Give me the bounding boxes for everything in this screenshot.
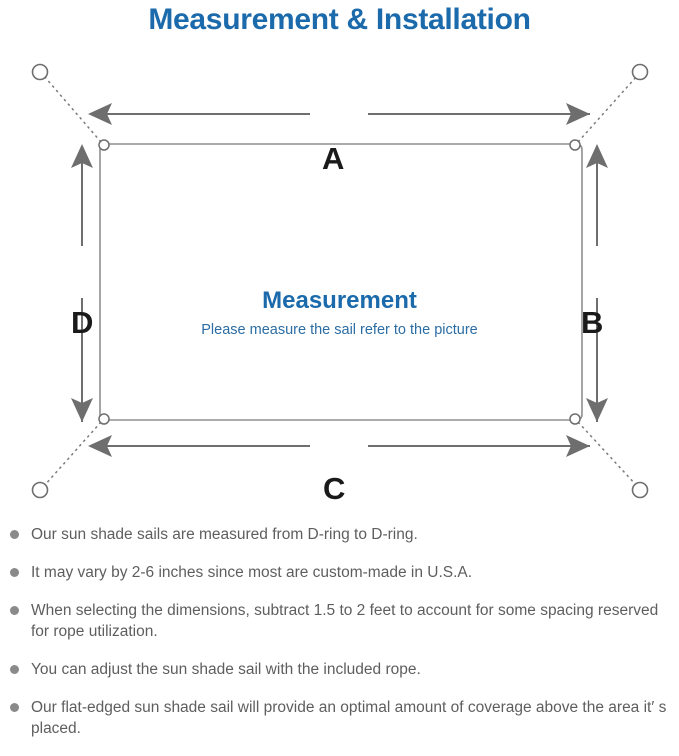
measurement-subtitle: Please measure the sail refer to the pic…: [201, 322, 478, 338]
bullet-icon: [10, 665, 19, 674]
anchor-circle-icon: [31, 63, 649, 499]
note-text: Our flat-edged sun shade sail will provi…: [31, 699, 667, 737]
list-item: You can adjust the sun shade sail with t…: [0, 659, 679, 680]
d-ring-circle-icon: [98, 139, 581, 425]
measurement-heading: Measurement: [262, 287, 417, 314]
list-item: When selecting the dimensions, subtract …: [0, 600, 679, 642]
note-text: It may vary by 2-6 inches since most are…: [31, 564, 473, 581]
notes-list: Our sun shade sails are measured from D-…: [0, 524, 679, 756]
rope-dotted-line-icon: [43, 75, 638, 487]
note-text: Our sun shade sails are measured from D-…: [31, 526, 418, 543]
bullet-icon: [10, 568, 19, 577]
dimension-label-d: D: [71, 305, 94, 340]
bullet-icon: [10, 703, 19, 712]
list-item: Our flat-edged sun shade sail will provi…: [0, 697, 679, 739]
sail-shape: [99, 143, 583, 421]
list-item: It may vary by 2-6 inches since most are…: [0, 562, 679, 583]
dimension-label-c: C: [323, 471, 346, 506]
page-title: Measurement & Installation: [148, 3, 531, 36]
shade-sail-measurement-diagram: A B C D Measurement Please measure the s…: [0, 46, 679, 516]
list-item: Our sun shade sails are measured from D-…: [0, 524, 679, 545]
note-text: When selecting the dimensions, subtract …: [31, 602, 659, 640]
dimension-label-a: A: [322, 141, 345, 176]
note-text: You can adjust the sun shade sail with t…: [31, 661, 421, 678]
measurement-center-block: Measurement Please measure the sail refe…: [0, 286, 679, 340]
dimension-label-b: B: [581, 305, 604, 340]
bullet-icon: [10, 606, 19, 615]
bullet-icon: [10, 530, 19, 539]
